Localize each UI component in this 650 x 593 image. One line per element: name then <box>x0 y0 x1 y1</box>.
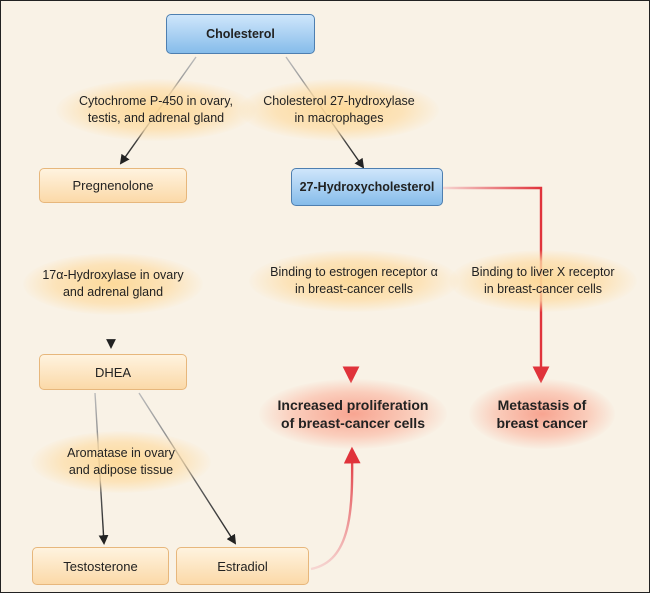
node-pregnenolone: Pregnenolone <box>39 168 187 203</box>
node-27-hydroxycholesterol: 27-Hydroxycholesterol <box>291 168 443 206</box>
node-dhea: DHEA <box>39 354 187 390</box>
enzyme-label-cytochrome-p450: Cytochrome P-450 in ovary,testis, and ad… <box>56 79 256 141</box>
arrow-estradiol-to-proliferation <box>310 446 361 571</box>
arrow-27hc-to-metastasis <box>443 186 550 384</box>
node-testosterone: Testosterone <box>32 547 169 585</box>
node-estradiol: Estradiol <box>176 547 309 585</box>
node-cholesterol: Cholesterol <box>166 14 315 54</box>
